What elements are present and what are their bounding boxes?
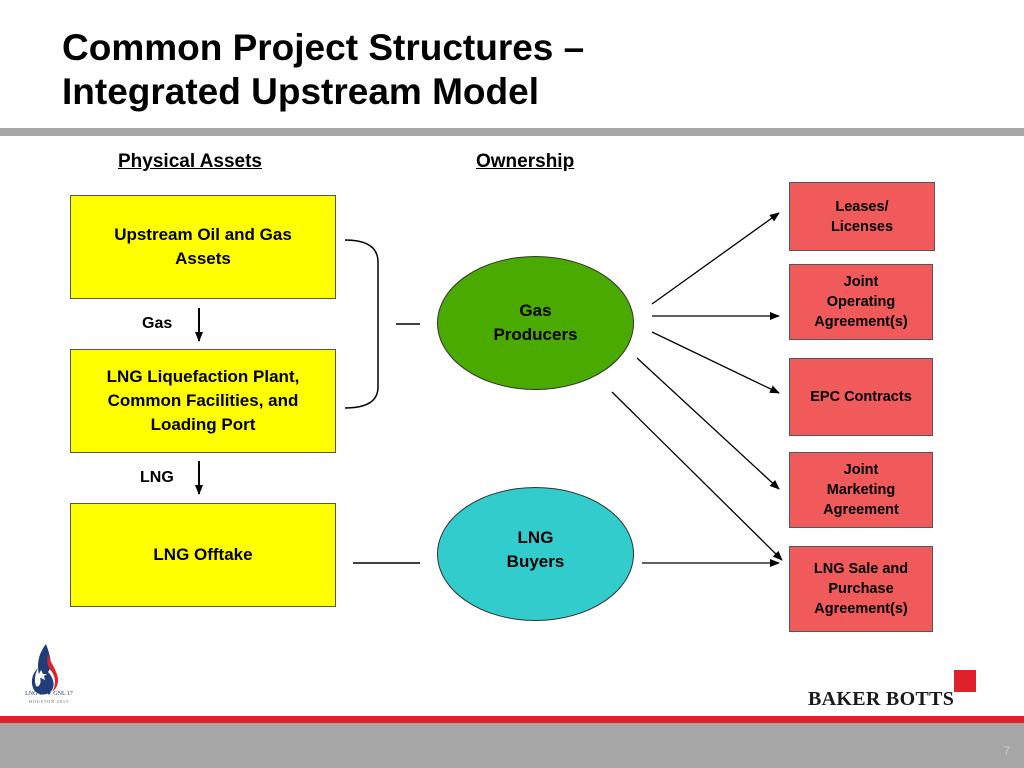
lng-buyers-line-2: Buyers [506, 552, 565, 571]
upstream-assets-box: Upstream Oil and Gas Assets [70, 195, 336, 299]
jma-line-2: Marketing [826, 482, 896, 498]
epc-contracts-label: EPC Contracts [810, 389, 912, 405]
leases-licenses-box: Leases/ Licenses [789, 182, 935, 251]
arrow-producers-epc [651, 331, 780, 394]
joa-line-2: Operating [826, 294, 896, 310]
ownership-heading: Ownership [476, 151, 575, 172]
liquefaction-line-2: Common Facilities, and [107, 391, 299, 410]
arrow-producers-leases [651, 212, 780, 305]
joa-line-1: Joint [843, 274, 879, 290]
footer-bar [0, 723, 1024, 768]
upstream-assets-line-2: Assets [175, 249, 231, 268]
leases-line-2: Licenses [830, 218, 894, 235]
lng-sale-purchase-agreement-box: LNG Sale and Purchase Agreement(s) [789, 546, 933, 632]
title-line-2: Integrated Upstream Model [62, 71, 539, 112]
page-number: 7 [1003, 744, 1010, 758]
assets-bracket [344, 239, 379, 409]
lng-offtake-label: LNG Offtake [153, 545, 253, 564]
joa-line-3: Agreement(s) [814, 314, 908, 330]
gas-producers-line-2: Producers [493, 325, 578, 344]
baker-botts-logo-square [954, 670, 976, 692]
slide-title: Common Project Structures – Integrated U… [62, 26, 822, 114]
joint-marketing-agreement-box: Joint Marketing Agreement [789, 452, 933, 528]
lng-offtake-box: LNG Offtake [70, 503, 336, 607]
jma-line-1: Joint [843, 462, 879, 478]
lng-flow-label: LNG [140, 469, 174, 486]
gas-flow-label: Gas [142, 315, 173, 332]
title-divider [0, 128, 1024, 136]
joint-operating-agreement-box: Joint Operating Agreement(s) [789, 264, 933, 340]
upstream-assets-line-1: Upstream Oil and Gas [114, 225, 292, 244]
jma-line-3: Agreement [823, 502, 899, 518]
spa-line-3: Agreement(s) [814, 601, 908, 617]
spa-line-1: LNG Sale and [813, 561, 909, 577]
lng-buyers-line-1: LNG [517, 528, 554, 547]
gas-producers-oval: Gas Producers [437, 256, 634, 390]
conference-logo-text: LNG 17 ★ GNL 17 [25, 691, 73, 697]
epc-contracts-box: EPC Contracts [789, 358, 933, 436]
liquefaction-line-3: Loading Port [150, 415, 256, 434]
lng17-conference-logo [31, 644, 59, 695]
footer-red-rule [0, 716, 1024, 723]
physical-assets-heading: Physical Assets [118, 151, 262, 172]
gas-producers-line-1: Gas [519, 301, 552, 320]
arrow-producers-spa [611, 391, 783, 561]
lng-buyers-oval: LNG Buyers [437, 487, 634, 621]
liquefaction-line-1: LNG Liquefaction Plant, [106, 367, 300, 386]
baker-botts-logo-text: BAKER BOTTS [808, 688, 955, 710]
title-line-1: Common Project Structures – [62, 27, 585, 68]
leases-line-1: Leases/ [835, 198, 889, 215]
spa-line-2: Purchase [828, 581, 894, 597]
liquefaction-plant-box: LNG Liquefaction Plant, Common Facilitie… [70, 349, 336, 453]
arrow-producers-jma [636, 357, 780, 490]
conference-logo-subtext: HOUSTON 2013 [28, 699, 70, 704]
